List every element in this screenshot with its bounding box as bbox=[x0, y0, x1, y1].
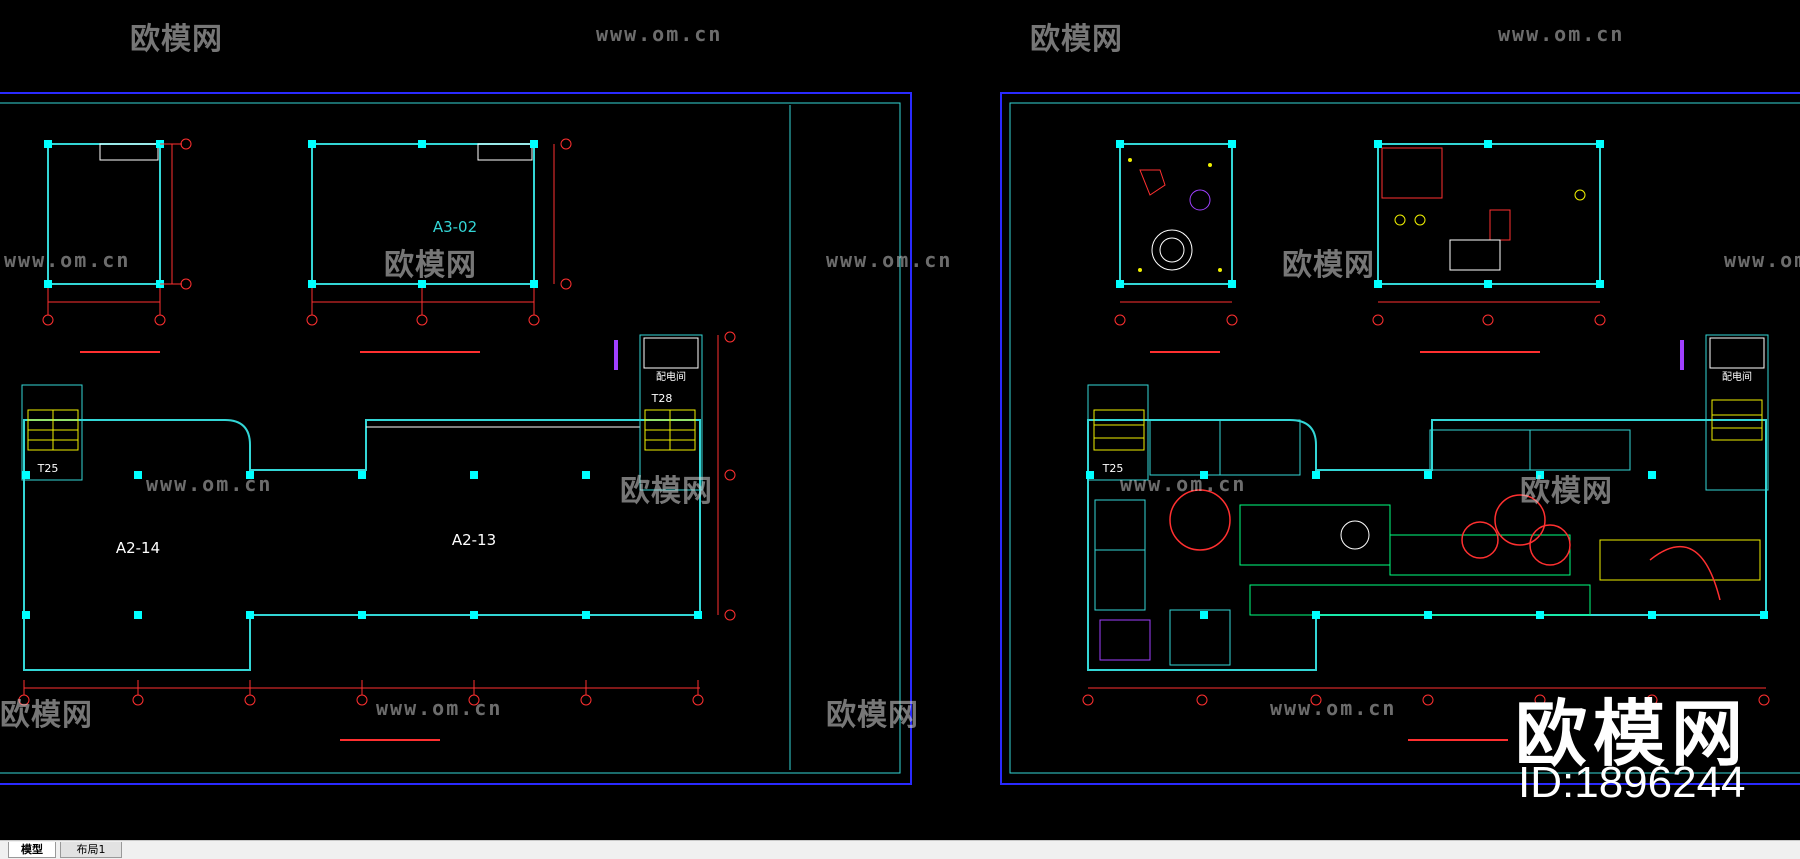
watermark-logo: 欧模网 bbox=[1030, 22, 1123, 57]
watermark-logo: 欧模网 bbox=[1282, 248, 1375, 283]
watermark-logo: 欧模网 bbox=[620, 474, 713, 509]
svg-text:T25: T25 bbox=[37, 462, 59, 475]
plan-furnished-small-1 bbox=[1114, 140, 1238, 353]
watermark-url: www.om.cn bbox=[596, 22, 723, 46]
watermark-logo: 欧模网 bbox=[384, 248, 477, 283]
svg-text:A2-14: A2-14 bbox=[116, 539, 160, 557]
plan-large-left: 配电间 T25 T28 A2-14 A2-13 bbox=[18, 331, 736, 741]
watermark-url: www.om.cn bbox=[826, 248, 953, 272]
left-sheet: A3-02 配电间 bbox=[0, 92, 912, 785]
svg-text:配电间: 配电间 bbox=[1722, 370, 1752, 383]
svg-text:T28: T28 bbox=[651, 392, 673, 405]
watermark-url: www.om.cn bbox=[1270, 696, 1397, 720]
plan-furnished-large: 配电间 T25 bbox=[1082, 334, 1770, 741]
tab-layout1[interactable]: 布局1 bbox=[60, 842, 122, 858]
watermark-url: www.om.cn bbox=[4, 248, 131, 272]
plan-small-2: A3-02 bbox=[306, 138, 572, 353]
svg-text:配电间: 配电间 bbox=[656, 370, 686, 383]
plan-furnished-small-2 bbox=[1372, 140, 1606, 353]
watermark-url: www.om.cn bbox=[146, 472, 273, 496]
watermark-url: www.om.cn bbox=[376, 696, 503, 720]
svg-text:A3-02: A3-02 bbox=[433, 218, 477, 236]
right-sheet: 配电间 T25 bbox=[1000, 92, 1800, 785]
watermark-logo: 欧模网 bbox=[1520, 474, 1613, 509]
left-sheet-frame-inner bbox=[0, 102, 901, 774]
cad-model-space[interactable]: A3-02 配电间 bbox=[0, 0, 1800, 840]
tab-model[interactable]: 模型 bbox=[8, 842, 56, 858]
watermark-id: ID:1896244 bbox=[1518, 758, 1746, 807]
plan-small-1 bbox=[42, 138, 192, 353]
watermark-logo: 欧模网 bbox=[130, 22, 223, 57]
left-sheet-frame-outer bbox=[0, 92, 912, 785]
watermark-brand-large: 欧模网 bbox=[1515, 692, 1750, 776]
watermark-logo: 欧模网 bbox=[826, 698, 919, 733]
watermark-logo: 欧模网 bbox=[0, 698, 93, 733]
watermark-url: www.om.cn bbox=[1498, 22, 1625, 46]
svg-text:T25: T25 bbox=[1102, 462, 1124, 475]
watermark-url: www.om.cn bbox=[1724, 248, 1800, 272]
svg-text:A2-13: A2-13 bbox=[452, 531, 496, 549]
layout-tab-bar: 模型 布局1 bbox=[0, 840, 1800, 859]
watermark-url: www.om.cn bbox=[1120, 472, 1247, 496]
